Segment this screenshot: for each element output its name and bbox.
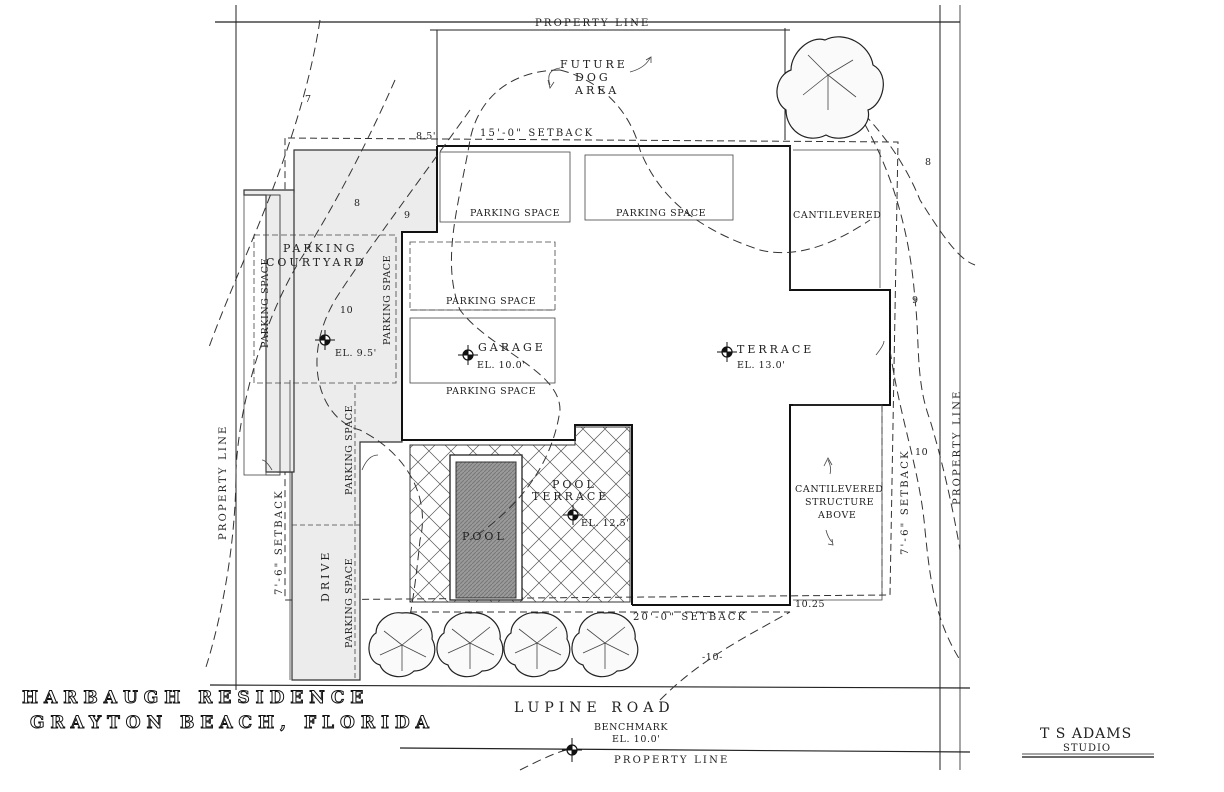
pool-terrace-area [409, 426, 631, 603]
building-outline [401, 145, 891, 606]
parking-label-3: PARKING SPACE [446, 296, 536, 307]
garage-elevation: EL. 10.0' [477, 360, 525, 371]
terrace-label: TERRACE [737, 343, 814, 356]
elevation-markers [315, 330, 737, 762]
paved-areas [243, 149, 438, 681]
tree-northeast [776, 36, 884, 139]
setback-south: 20'-0" SETBACK [633, 612, 747, 623]
courtyard-line2: COURTYARD [266, 256, 367, 269]
arrows [547, 56, 885, 546]
studio-sub: STUDIO [1063, 743, 1111, 754]
contour-label-8-east: 8 [925, 157, 932, 168]
terrace-elevation: EL. 13.0' [737, 360, 785, 371]
contour-label-9: 9 [404, 210, 411, 221]
contour-label-8: 8 [354, 198, 361, 209]
parking-label-6: PARKING SPACE [382, 255, 393, 345]
setback-east: 7'-6" SETBACK [900, 449, 911, 555]
contour-label-10: 10 [340, 305, 353, 316]
studio-name: T S ADAMS [1040, 726, 1132, 742]
property-lines [209, 5, 971, 770]
studio-stamp: T S ADAMS STUDIO [1022, 726, 1154, 758]
trees [368, 36, 884, 678]
road-name: LUPINE ROAD [514, 700, 675, 716]
project-location: GRAYTON BEACH, FLORIDA [30, 713, 435, 733]
marker-terrace [717, 342, 737, 362]
marker-benchmark [562, 738, 582, 762]
contour-lines [204, 19, 976, 771]
cantilevered-structure-line3: ABOVE [817, 510, 856, 521]
pool-water [455, 461, 517, 599]
dog-area-line2: DOG [575, 71, 611, 84]
marker-garage [458, 345, 478, 365]
property-line-north: PROPERTY LINE [535, 18, 651, 29]
property-line-west: PROPERTY LINE [218, 424, 229, 540]
tree-row [368, 612, 639, 678]
parking-label-5: PARKING SPACE [260, 258, 271, 348]
pool-terrace-line1: POOL [552, 478, 597, 491]
garage-label: GARAGE [478, 341, 546, 354]
contour-label-9-east: 9 [912, 295, 919, 306]
cantilevered-structure-line1: CANTILEVERED [795, 484, 883, 495]
drive-label: DRIVE [319, 550, 332, 602]
project-title: HARBAUGH RESIDENCE [22, 688, 369, 708]
courtyard-line1: PARKING [283, 242, 358, 255]
courtyard-elevation: EL. 9.5' [335, 348, 377, 359]
parking-label-8: PARKING SPACE [344, 558, 355, 648]
dimension-8-5: 8.5' [416, 131, 436, 142]
setback-west: 7'-6" SETBACK [274, 489, 285, 595]
parking-label-7: PARKING SPACE [344, 405, 355, 495]
labels: PROPERTY LINE PROPERTY LINE PROPERTY LIN… [22, 18, 964, 766]
parking-label-1: PARKING SPACE [470, 208, 560, 219]
parking-label-4: PARKING SPACE [446, 386, 536, 397]
cantilevered-structure-line2: STRUCTURE [805, 497, 874, 508]
setback-north: 15'-0" SETBACK [480, 128, 594, 139]
contour-label-7: 7 [305, 94, 312, 105]
contour-label-10-south: -10- [702, 652, 723, 663]
property-line-east: PROPERTY LINE [952, 389, 963, 505]
pool-terrace-elevation: EL. 12.5' [581, 518, 629, 529]
cantilevered-label: CANTILEVERED [793, 210, 881, 221]
contour-label-10-east: 10 [915, 447, 928, 458]
benchmark-elevation: EL. 10.0' [612, 734, 660, 745]
dimension-10-25: 10.25 [795, 599, 825, 610]
benchmark-label: BENCHMARK [594, 722, 668, 733]
pool-label: POOL [462, 530, 507, 543]
property-line-south: PROPERTY LINE [614, 755, 730, 766]
parking-stalls [409, 151, 734, 384]
marker-pool-terrace [563, 505, 583, 525]
pool-terrace-line2: TERRACE [532, 490, 609, 503]
dog-area-line1: FUTURE [560, 58, 628, 71]
marker-courtyard [315, 330, 335, 350]
dog-area-line3: AREA [574, 84, 619, 97]
parking-label-2: PARKING SPACE [616, 208, 706, 219]
